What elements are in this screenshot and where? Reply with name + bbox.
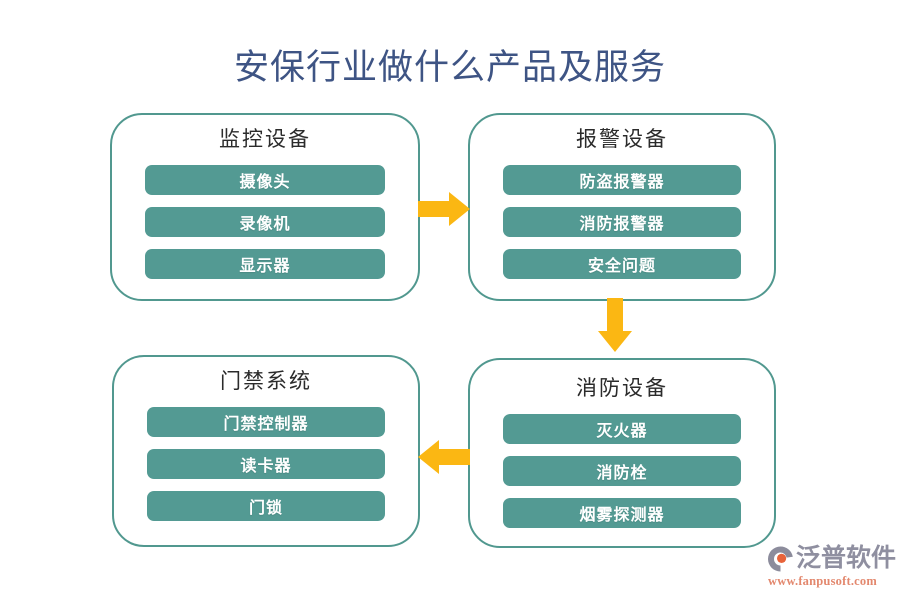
item-pill[interactable]: 录像机 (145, 207, 385, 237)
item-pill[interactable]: 消防报警器 (503, 207, 741, 237)
brand-logo: 泛普软件 www.fanpusoft.com (766, 545, 898, 593)
group-header-monitoring: 监控设备 (219, 127, 311, 151)
brand-logo-wordmark: 泛普软件 (796, 545, 897, 572)
item-list-monitoring: 摄像头 录像机 显示器 (112, 165, 418, 279)
page-title: 安保行业做什么产品及服务 (233, 48, 666, 87)
item-pill[interactable]: 灭火器 (503, 414, 741, 444)
group-box-access-control: 门禁系统 门禁控制器 读卡器 门锁 (112, 355, 420, 547)
item-pill[interactable]: 显示器 (145, 249, 385, 279)
fanpu-logo-icon (766, 545, 794, 573)
item-list-fire-fighting: 灭火器 消防栓 烟雾探测器 (470, 414, 774, 528)
group-header-fire-fighting: 消防设备 (576, 376, 668, 400)
group-box-fire-fighting: 消防设备 灭火器 消防栓 烟雾探测器 (468, 358, 776, 548)
item-list-access-control: 门禁控制器 读卡器 门锁 (114, 407, 418, 521)
item-pill[interactable]: 门锁 (147, 491, 385, 521)
arrow-down-icon (598, 298, 632, 352)
brand-logo-row: 泛普软件 (766, 545, 896, 573)
item-pill[interactable]: 烟雾探测器 (503, 498, 741, 528)
arrow-right-icon (418, 192, 470, 226)
item-pill[interactable]: 摄像头 (145, 165, 385, 195)
item-list-alarm: 防盗报警器 消防报警器 安全问题 (470, 165, 774, 279)
group-header-alarm: 报警设备 (576, 127, 668, 151)
item-pill[interactable]: 安全问题 (503, 249, 741, 279)
item-pill[interactable]: 防盗报警器 (503, 165, 741, 195)
group-box-alarm: 报警设备 防盗报警器 消防报警器 安全问题 (468, 113, 776, 301)
brand-logo-url: www.fanpusoft.com (768, 574, 877, 588)
group-box-monitoring: 监控设备 摄像头 录像机 显示器 (110, 113, 420, 301)
item-pill[interactable]: 消防栓 (503, 456, 741, 486)
item-pill[interactable]: 读卡器 (147, 449, 385, 479)
group-header-access-control: 门禁系统 (220, 369, 312, 393)
arrow-left-icon (418, 440, 470, 474)
item-pill[interactable]: 门禁控制器 (147, 407, 385, 437)
